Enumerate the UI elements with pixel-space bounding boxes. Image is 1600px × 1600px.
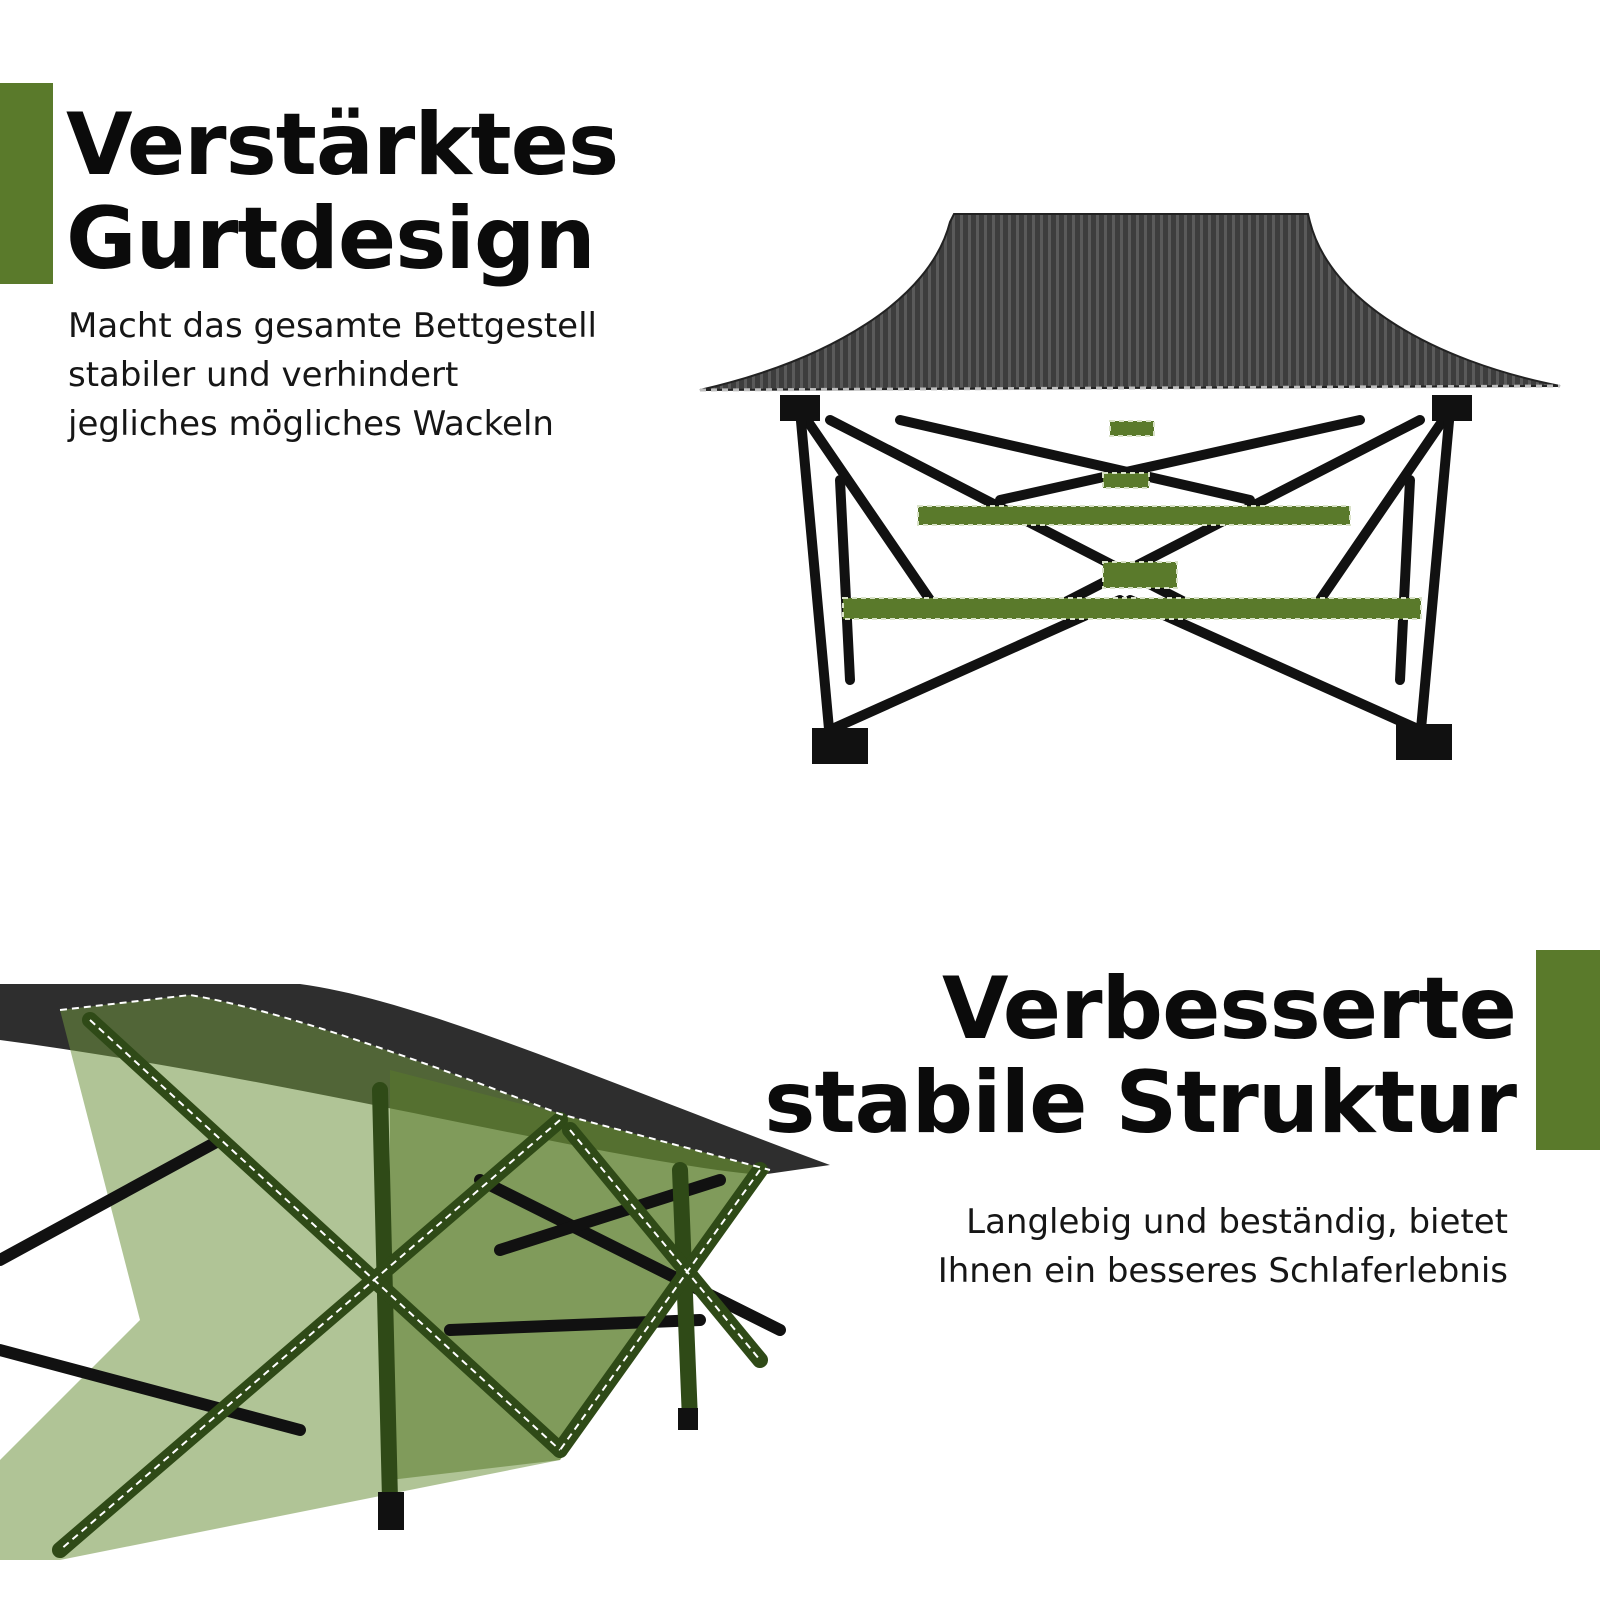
accent-bar-right (1536, 950, 1600, 1150)
section2-heading: Verbesserte stabile Struktur (764, 959, 1517, 1153)
section2-description: Langlebig und beständig, bietet Ihnen ei… (938, 1198, 1508, 1296)
section2-description-line-1: Langlebig und beständig, bietet (966, 1202, 1508, 1242)
section1-heading: Verstärktes Gurtdesign (66, 95, 619, 289)
section1-heading-line-1: Verstärktes (66, 95, 619, 195)
section1-description-line-2: stabiler und verhindert (68, 355, 459, 395)
section2-description-line-2: Ihnen ein besseres Schlaferlebnis (937, 1251, 1508, 1291)
section1-description: Macht das gesamte Bettgestell stabiler u… (68, 302, 597, 449)
accent-bar-left (0, 83, 53, 284)
section1-description-line-3: jegliches mögliches Wackeln (68, 404, 554, 444)
section1-description-line-1: Macht das gesamte Bettgestell (68, 306, 597, 346)
section2-heading-line-1: Verbesserte (941, 959, 1517, 1059)
section1-heading-line-2: Gurtdesign (66, 189, 596, 289)
section2-heading-line-2: stabile Struktur (764, 1053, 1517, 1153)
